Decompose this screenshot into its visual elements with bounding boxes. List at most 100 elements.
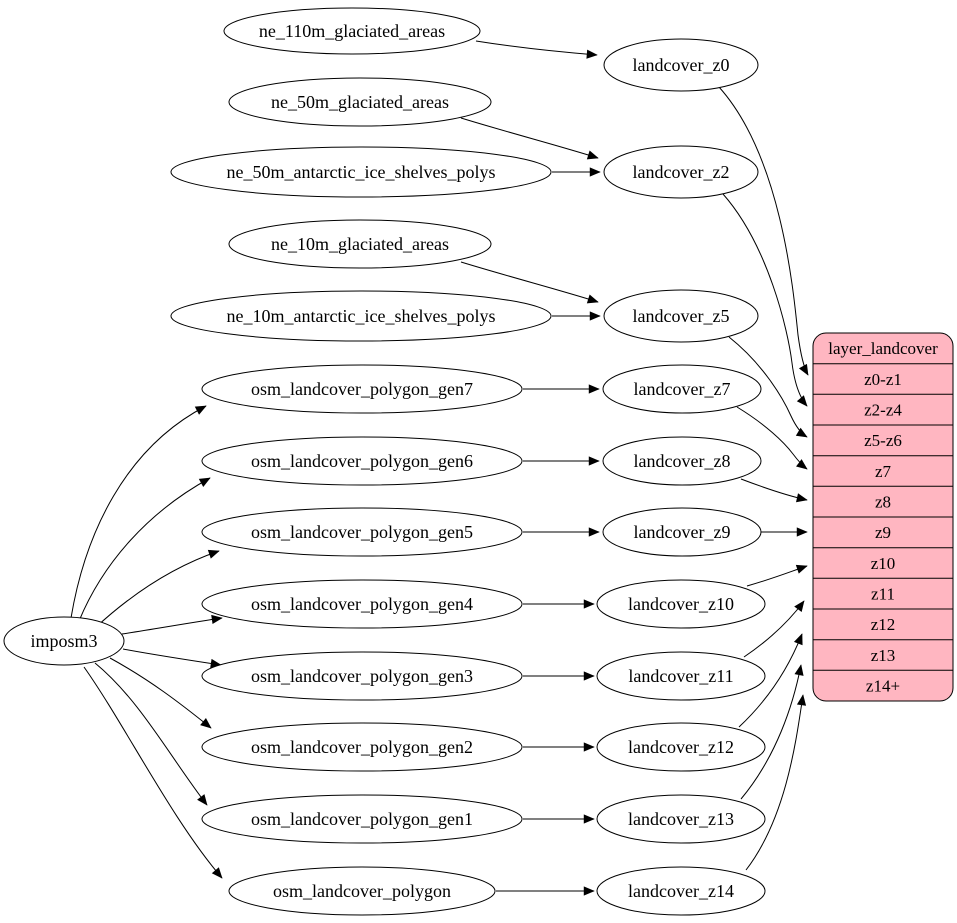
table-row-z12: z12 [871,615,896,634]
node-osm-landcover-polygon: osm_landcover_polygon [228,866,496,916]
node-osm-landcover-polygon-gen6-shape [201,436,523,486]
node-landcover-z13-label: landcover_z13 [628,809,734,829]
table-row-z2-z4: z2-z4 [864,401,902,420]
node-osm-landcover-polygon-gen7-label: osm_landcover_polygon_gen7 [251,379,473,399]
node-osm-landcover-polygon-gen5-shape [201,507,523,557]
edge-landcover-z14-to-row-z14plus [745,694,807,871]
node-imposm3: imposm3 [3,616,125,666]
edge-ne-110m-glaciated-areas-to-landcover-z0 [475,40,598,59]
edge-landcover-z2-to-row-z2-z4 [722,193,808,407]
node-ne-10m-antarctic-ice-shelves-polys-label: ne_10m_antarctic_ice_shelves_polys [227,306,496,326]
node-group: imposm3 ne_110m_glaciated_areas ne_50m_g… [3,7,766,916]
edge-imposm3-to-osm-landcover-polygon-gen2 [109,657,212,729]
table-title: layer_landcover [828,339,938,358]
node-landcover-z5-label: landcover_z5 [633,306,730,326]
node-ne-110m-glaciated-areas-shape [223,7,481,55]
node-landcover-z9: landcover_z9 [602,507,762,557]
node-osm-landcover-polygon-gen2-label: osm_landcover_polygon_gen2 [251,737,473,757]
node-imposm3-shape [3,616,125,666]
node-osm-landcover-polygon-gen7: osm_landcover_polygon_gen7 [201,364,523,414]
node-ne-50m-antarctic-ice-shelves-polys-shape [170,146,552,198]
node-landcover-z14-label: landcover_z14 [628,881,734,901]
node-landcover-z7-label: landcover_z7 [634,379,731,399]
node-landcover-z5: landcover_z5 [603,289,759,343]
edge-landcover-z11-to-row-z11 [743,600,805,658]
node-osm-landcover-polygon-gen5: osm_landcover_polygon_gen5 [201,507,523,557]
node-landcover-z7-shape [602,364,762,414]
node-osm-landcover-polygon-gen4-label: osm_landcover_polygon_gen4 [251,594,473,614]
node-osm-landcover-polygon-label: osm_landcover_polygon [273,881,451,901]
node-landcover-z2: landcover_z2 [603,145,759,199]
node-landcover-z12-label: landcover_z12 [628,737,734,757]
node-landcover-z8-shape [602,436,762,486]
edge-imposm3-to-osm-landcover-polygon-gen7 [70,405,207,619]
edge-landcover-z5-to-row-z5-z6 [728,336,808,438]
node-ne-50m-glaciated-areas-label: ne_50m_glaciated_areas [271,92,449,112]
node-landcover-z11-shape [596,651,766,701]
edge-imposm3-to-osm-landcover-polygon-gen3 [122,648,222,669]
edge-landcover-z8-to-row-z8 [740,478,808,503]
node-osm-landcover-polygon-gen3-label: osm_landcover_polygon_gen3 [251,666,473,686]
node-landcover-z5-shape [603,289,759,343]
node-landcover-z11: landcover_z11 [596,651,766,701]
node-ne-10m-antarctic-ice-shelves-polys-shape [170,290,552,342]
node-landcover-z13-shape [596,794,766,844]
node-osm-landcover-polygon-gen5-label: osm_landcover_polygon_gen5 [251,522,473,542]
node-landcover-z9-label: landcover_z9 [634,522,731,542]
node-landcover-z10-shape [596,579,766,629]
node-landcover-z14-shape [596,866,766,916]
node-ne-50m-glaciated-areas-shape [228,77,492,127]
table-row-z13: z13 [871,646,896,665]
edge-imposm3-to-osm-landcover-polygon-gen1 [94,662,208,806]
table-row-z14plus: z14+ [866,677,900,696]
table-row-z8: z8 [875,493,891,512]
node-osm-landcover-polygon-gen6-label: osm_landcover_polygon_gen6 [251,451,473,471]
node-osm-landcover-polygon-shape [228,866,496,916]
node-landcover-z0: landcover_z0 [603,38,759,92]
node-landcover-z7: landcover_z7 [602,364,762,414]
node-osm-landcover-polygon-gen4-shape [201,579,523,629]
node-landcover-z14: landcover_z14 [596,866,766,916]
edge-imposm3-to-osm-landcover-polygon-gen4 [121,614,223,635]
node-osm-landcover-polygon-gen2: osm_landcover_polygon_gen2 [201,722,523,772]
node-landcover-z8-label: landcover_z8 [634,451,731,471]
node-landcover-z9-shape [602,507,762,557]
node-ne-110m-glaciated-areas-label: ne_110m_glaciated_areas [259,21,445,41]
edge-landcover-z13-to-row-z13 [740,664,804,800]
node-landcover-z13: landcover_z13 [596,794,766,844]
node-landcover-z11-label: landcover_z11 [628,666,733,686]
node-ne-50m-glaciated-areas: ne_50m_glaciated_areas [228,77,492,127]
layer-landcover-table: layer_landcover z0-z1 z2-z4 z5-z6 z7 z8 … [812,332,954,702]
node-osm-landcover-polygon-gen6: osm_landcover_polygon_gen6 [201,436,523,486]
edge-ne-50m-glaciated-areas-to-landcover-z2 [460,117,599,160]
node-landcover-z2-label: landcover_z2 [633,162,730,182]
node-osm-landcover-polygon-gen2-shape [201,722,523,772]
edge-imposm3-to-osm-landcover-polygon [83,666,223,879]
node-ne-10m-glaciated-areas-shape [228,219,492,269]
node-osm-landcover-polygon-gen1: osm_landcover_polygon_gen1 [201,794,523,844]
edge-imposm3-to-osm-landcover-polygon-gen5 [94,549,220,629]
table-row-z10: z10 [871,554,896,573]
edge-imposm3-to-osm-landcover-polygon-gen6 [78,477,211,622]
table-row-z11: z11 [871,585,895,604]
node-ne-10m-glaciated-areas-label: ne_10m_glaciated_areas [271,234,449,254]
node-ne-10m-glaciated-areas: ne_10m_glaciated_areas [228,219,492,269]
edge-landcover-z0-to-row-z0-z1 [718,86,809,376]
node-ne-50m-antarctic-ice-shelves-polys-label: ne_50m_antarctic_ice_shelves_polys [227,162,496,182]
node-ne-10m-antarctic-ice-shelves-polys: ne_10m_antarctic_ice_shelves_polys [170,290,552,342]
edge-landcover-z10-to-row-z10 [746,564,808,587]
table-row-z0-z1: z0-z1 [864,370,902,389]
node-ne-50m-antarctic-ice-shelves-polys: ne_50m_antarctic_ice_shelves_polys [170,146,552,198]
node-landcover-z12: landcover_z12 [596,722,766,772]
table-row-z9: z9 [875,523,891,542]
node-osm-landcover-polygon-gen4: osm_landcover_polygon_gen4 [201,579,523,629]
node-landcover-z10-label: landcover_z10 [628,594,734,614]
node-osm-landcover-polygon-gen1-label: osm_landcover_polygon_gen1 [251,809,473,829]
node-landcover-z0-label: landcover_z0 [633,55,730,75]
node-landcover-z0-shape [603,38,759,92]
node-osm-landcover-polygon-gen3-shape [201,651,523,701]
edge-group [70,40,809,896]
node-ne-110m-glaciated-areas: ne_110m_glaciated_areas [223,7,481,55]
